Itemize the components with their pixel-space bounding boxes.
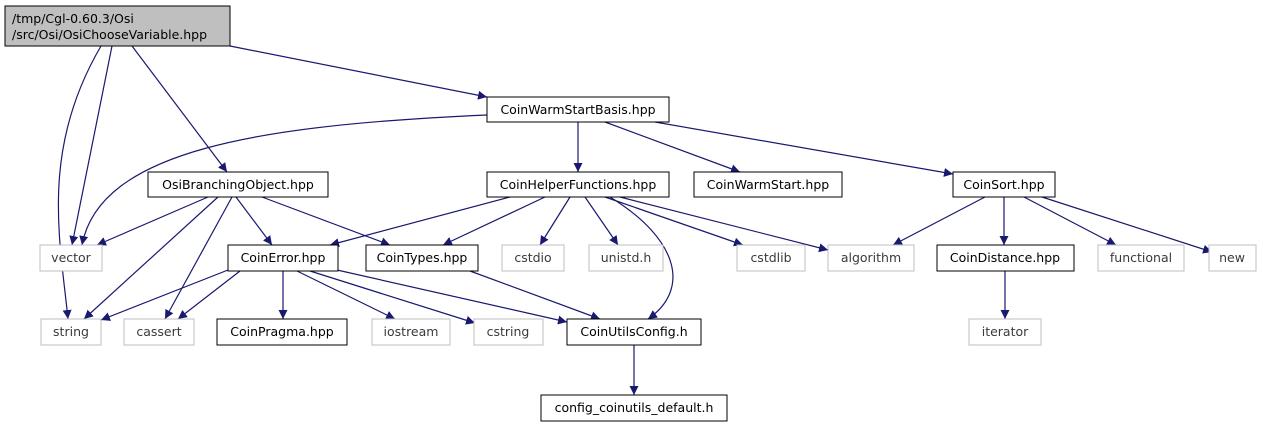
node-functional[interactable]: functional bbox=[1097, 244, 1185, 272]
node-label: cstdlib bbox=[750, 250, 791, 265]
node-coin-warm-start-basis[interactable]: CoinWarmStartBasis.hpp bbox=[486, 96, 670, 123]
edge-coin-helper-functions-to-cstdlib bbox=[604, 196, 744, 247]
node-vector[interactable]: vector bbox=[39, 244, 103, 272]
edge-osi-branching-object-to-cassert bbox=[164, 196, 233, 320]
node-coin-pragma[interactable]: CoinPragma.hpp bbox=[216, 318, 348, 346]
node-label: CoinError.hpp bbox=[241, 250, 326, 265]
root-label-line1: /tmp/Cgl-0.60.3/Osi bbox=[12, 11, 134, 26]
edge-coin-error-to-cassert bbox=[177, 270, 241, 320]
node-coin-helper-functions[interactable]: CoinHelperFunctions.hpp bbox=[486, 171, 670, 198]
node-new[interactable]: new bbox=[1208, 244, 1257, 272]
node-cassert[interactable]: cassert bbox=[123, 318, 195, 346]
node-osi-branching-object[interactable]: OsiBranchingObject.hpp bbox=[147, 171, 329, 198]
edges bbox=[57, 45, 1213, 395]
node-string[interactable]: string bbox=[40, 318, 102, 346]
node-label: CoinPragma.hpp bbox=[230, 324, 333, 339]
edge-coin-warm-start-basis-to-coin-sort bbox=[654, 121, 954, 177]
node-coin-distance[interactable]: CoinDistance.hpp bbox=[936, 244, 1075, 272]
node-label: cassert bbox=[136, 324, 181, 339]
edge-root-to-osi-branching-object bbox=[131, 45, 228, 173]
edge-root-to-coin-warm-start-basis bbox=[229, 45, 488, 100]
edge-coin-error-to-iostream bbox=[296, 270, 396, 320]
node-label: CoinUtilsConfig.h bbox=[580, 324, 687, 339]
edge-osi-branching-object-to-string bbox=[83, 196, 219, 320]
edge-coin-warm-start-basis-to-coin-warm-start bbox=[604, 121, 741, 174]
node-label: OsiBranchingObject.hpp bbox=[162, 177, 314, 192]
node-label: cstdio bbox=[514, 250, 551, 265]
edge-coin-types-to-coin-utils-config bbox=[469, 270, 601, 321]
node-cstring[interactable]: cstring bbox=[473, 318, 544, 346]
node-coin-warm-start[interactable]: CoinWarmStart.hpp bbox=[693, 171, 843, 198]
edge-coin-sort-to-algorithm bbox=[892, 196, 986, 246]
node-coin-sort[interactable]: CoinSort.hpp bbox=[952, 171, 1056, 198]
node-label: config_coinutils_default.h bbox=[555, 400, 714, 415]
node-iterator[interactable]: iterator bbox=[968, 318, 1042, 346]
node-algorithm[interactable]: algorithm bbox=[827, 244, 915, 272]
edge-coin-error-to-cstring bbox=[309, 270, 476, 325]
node-cstdlib[interactable]: cstdlib bbox=[736, 244, 806, 272]
node-coin-error[interactable]: CoinError.hpp bbox=[227, 244, 339, 272]
node-label: functional bbox=[1110, 250, 1172, 265]
node-label: CoinTypes.hpp bbox=[377, 250, 468, 265]
node-label: new bbox=[1219, 250, 1245, 265]
edge-coin-sort-to-new bbox=[1041, 196, 1213, 254]
node-unistd[interactable]: unistd.h bbox=[588, 244, 664, 272]
edge-coin-helper-functions-to-cstdio bbox=[539, 196, 571, 246]
edge-coin-helper-functions-to-coin-error bbox=[329, 196, 511, 248]
edge-root-to-string bbox=[57, 45, 102, 320]
root-label-line2: /src/Osi/OsiChooseVariable.hpp bbox=[12, 27, 207, 42]
node-label: iterator bbox=[982, 324, 1029, 339]
edge-coin-helper-functions-to-coin-types bbox=[442, 196, 546, 246]
node-label: CoinWarmStart.hpp bbox=[707, 177, 829, 192]
edge-coin-warm-start-basis-to-vector bbox=[79, 114, 488, 246]
edge-root-to-vector bbox=[69, 45, 113, 246]
node-label: CoinSort.hpp bbox=[963, 177, 1044, 192]
node-iostream[interactable]: iostream bbox=[371, 318, 451, 346]
edge-coin-helper-functions-to-unistd bbox=[584, 196, 619, 246]
node-label: string bbox=[53, 324, 89, 339]
node-label: CoinWarmStartBasis.hpp bbox=[500, 102, 655, 117]
node-label: CoinDistance.hpp bbox=[950, 250, 1060, 265]
edge-osi-branching-object-to-coin-types bbox=[261, 196, 391, 247]
node-label: algorithm bbox=[841, 250, 901, 265]
edge-coin-error-to-coin-utils-config bbox=[336, 269, 568, 325]
node-cstdio[interactable]: cstdio bbox=[501, 244, 565, 272]
edge-osi-branching-object-to-vector bbox=[96, 196, 209, 246]
edge-coin-helper-functions-to-coin-utils-config bbox=[609, 196, 674, 320]
edge-osi-branching-object-to-coin-error bbox=[235, 196, 273, 246]
node-label: CoinHelperFunctions.hpp bbox=[500, 177, 657, 192]
edge-coin-helper-functions-to-algorithm bbox=[619, 196, 829, 253]
node-label: vector bbox=[51, 250, 92, 265]
node-coin-types[interactable]: CoinTypes.hpp bbox=[365, 244, 479, 272]
node-coin-utils-config[interactable]: CoinUtilsConfig.h bbox=[566, 318, 702, 346]
node-label: unistd.h bbox=[601, 250, 652, 265]
node-label: cstring bbox=[487, 324, 530, 339]
node-root-osi-choose-variable[interactable]: /tmp/Cgl-0.60.3/Osi /src/Osi/OsiChooseVa… bbox=[4, 5, 231, 47]
edge-coin-sort-to-functional bbox=[1023, 196, 1117, 246]
edge-coin-error-to-string bbox=[100, 269, 229, 321]
node-config-coinutils-default[interactable]: config_coinutils_default.h bbox=[540, 394, 728, 422]
node-label: iostream bbox=[384, 324, 439, 339]
